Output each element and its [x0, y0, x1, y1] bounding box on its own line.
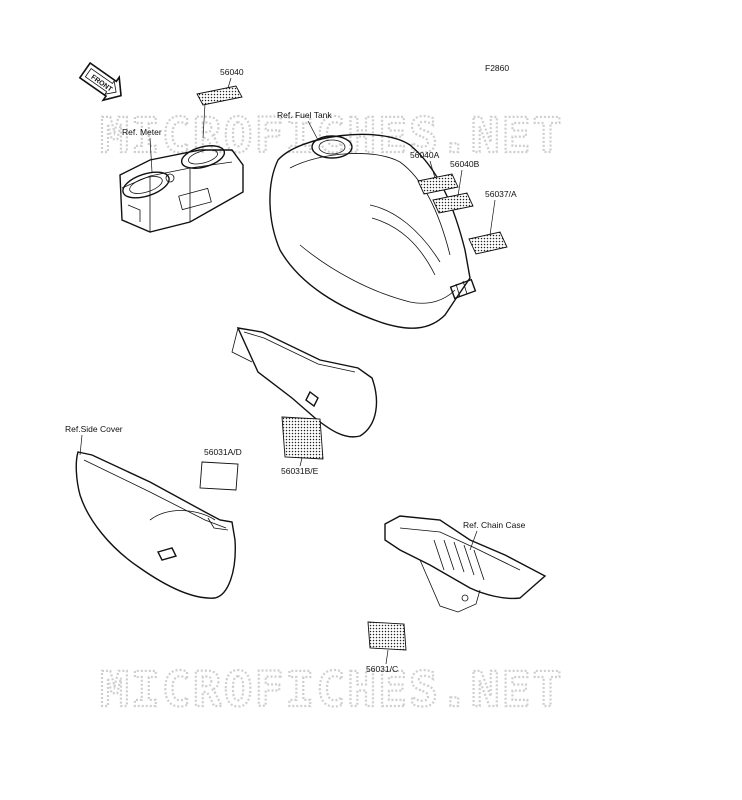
- label-56037a: 56037/A: [485, 189, 517, 199]
- label-ref-side-cover: Ref.Side Cover: [65, 424, 123, 434]
- label-ref-fuel-tank: Ref. Fuel Tank: [277, 110, 332, 120]
- decal-56040a: [417, 173, 459, 195]
- label-ref-chain-case: Ref. Chain Case: [463, 520, 526, 530]
- label-56040: 56040: [220, 67, 244, 77]
- side-cover-left: [75, 451, 236, 599]
- decal-56031be: [281, 416, 324, 460]
- label-56040b: 56040B: [450, 159, 480, 169]
- decal-56031ad: [199, 461, 239, 491]
- label-56031be: 56031B/E: [281, 466, 319, 476]
- label-56031c: 56031/C: [366, 664, 398, 674]
- chain-case: [384, 515, 547, 613]
- front-arrow-icon: FRONT: [78, 61, 122, 102]
- meter-assembly: [119, 145, 244, 233]
- decal-56031c: [367, 621, 407, 651]
- label-56040a: 56040A: [410, 150, 440, 160]
- decal-56040: [196, 85, 243, 106]
- decal-56037a: [468, 231, 508, 255]
- fuel-tank: [269, 133, 477, 329]
- figure-code: F2860: [485, 63, 509, 73]
- watermark-bottom: MICROFICHES.NET: [100, 662, 563, 718]
- decal-56040b: [432, 192, 474, 214]
- label-56031ad: 56031A/D: [204, 447, 242, 457]
- label-ref-meter: Ref. Meter: [122, 127, 162, 137]
